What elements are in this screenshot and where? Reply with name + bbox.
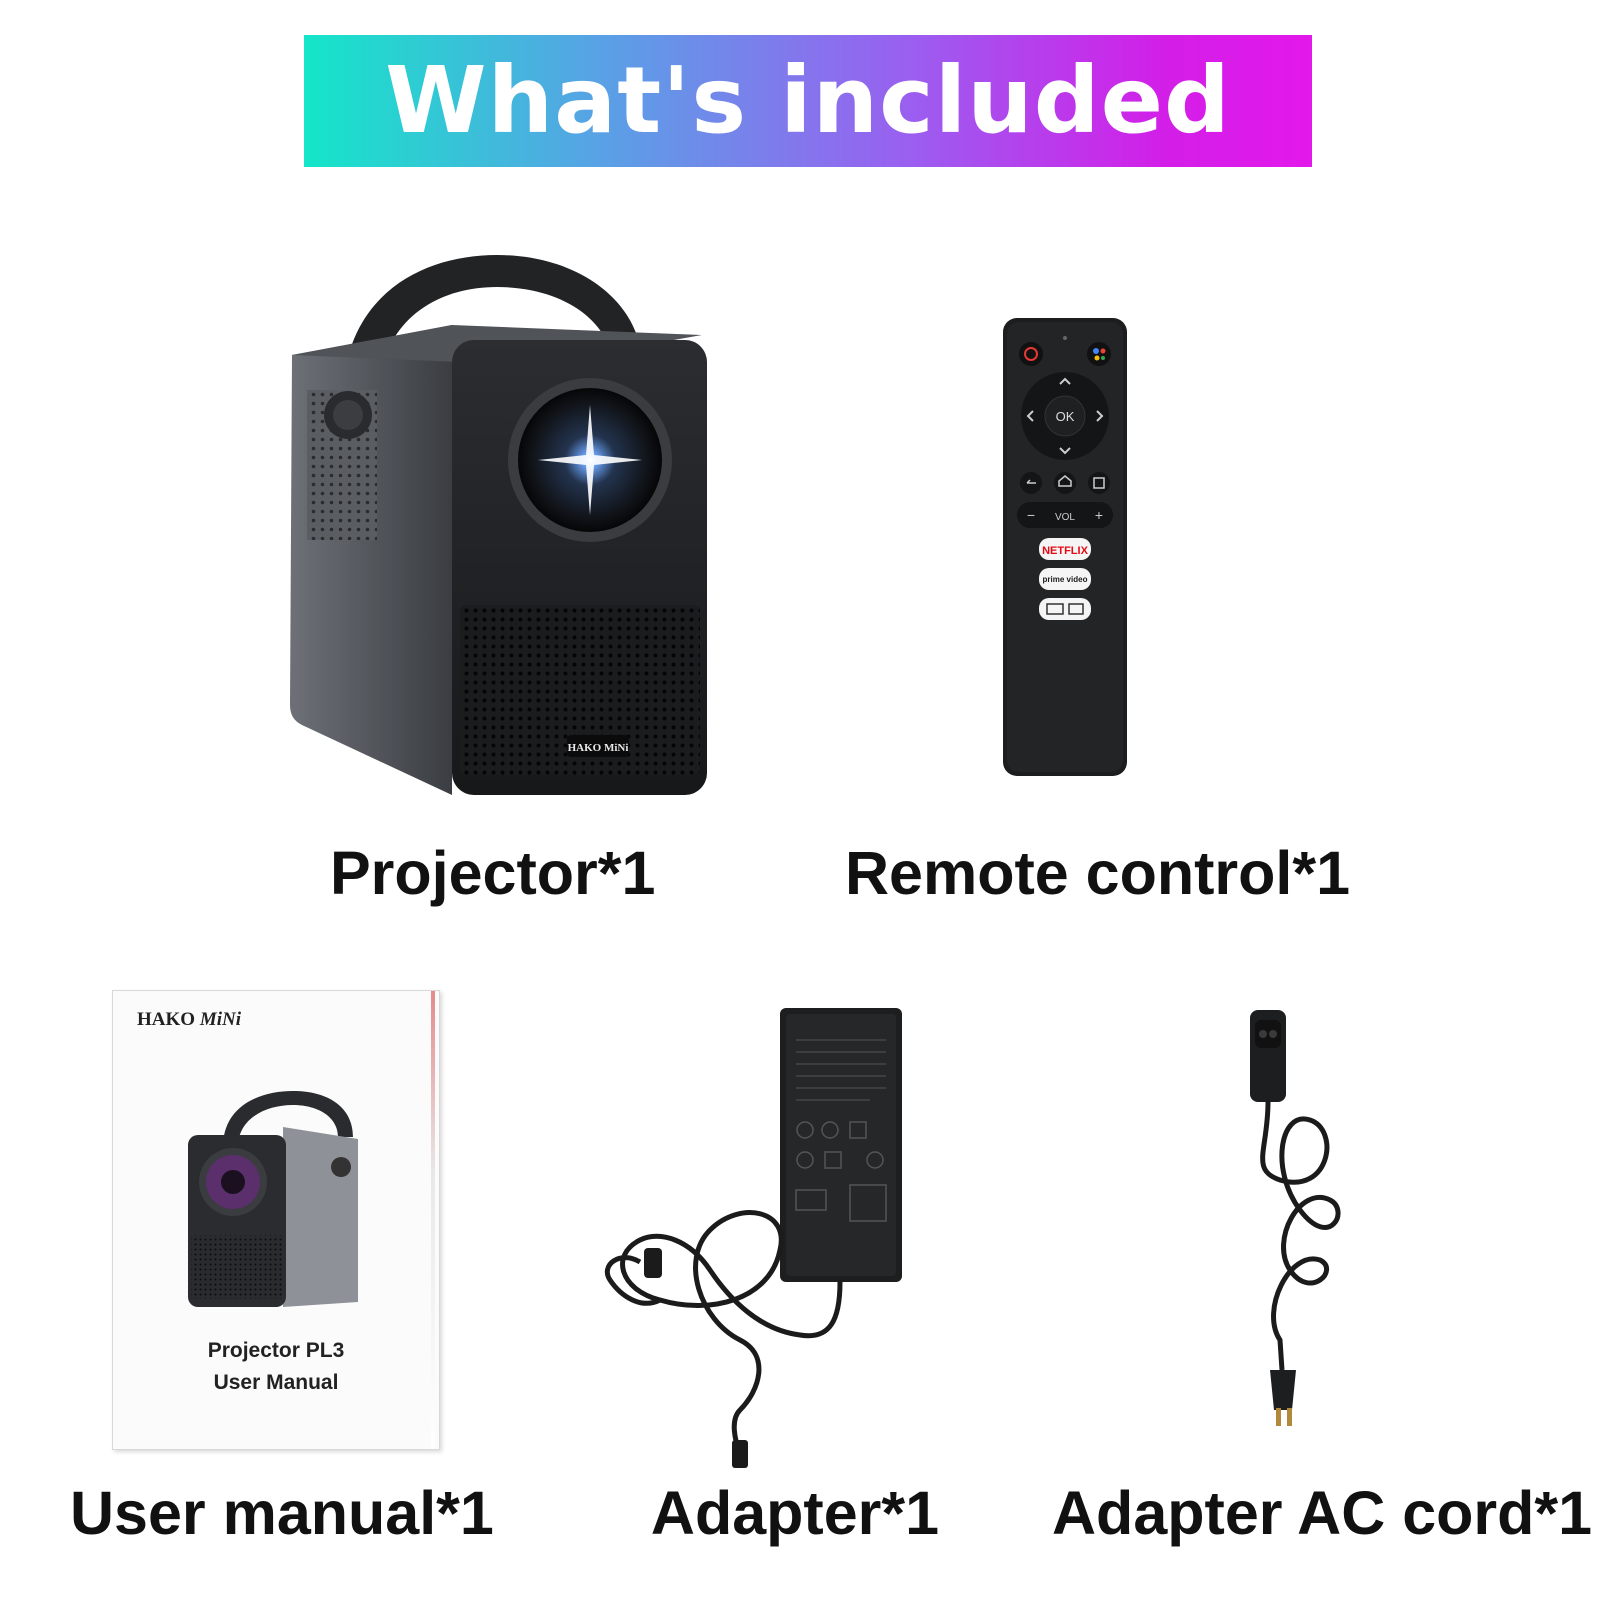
projector-image: HAKO MiNi: [282, 255, 732, 815]
ac-cord-icon: [1250, 1010, 1341, 1426]
power-adapter-icon: [604, 1008, 902, 1468]
title-banner: What's included: [304, 35, 1312, 167]
projector-caption: Projector*1: [330, 839, 656, 907]
manual-title-line: User Manual: [213, 1371, 339, 1394]
vol-label: VOL: [1055, 512, 1075, 523]
adapter-caption: Adapter*1: [650, 1479, 940, 1547]
projector-brand-text: HAKO MiNi: [568, 742, 629, 754]
netflix-button-label: NETFLIX: [1042, 545, 1088, 557]
page-title: What's included: [385, 47, 1231, 154]
ac-cord-image: [1240, 1010, 1370, 1430]
ok-button-label: OK: [1056, 409, 1075, 424]
adapter-image: [600, 1000, 920, 1470]
manual-projector-icon: [188, 1091, 358, 1307]
manual-product-line: Projector PL3: [207, 1339, 345, 1362]
user-manual-image: HAKO MiNi Projector PL3 User Manual: [112, 990, 442, 1450]
remote-control-caption: Remote control*1: [845, 839, 1351, 907]
prime-button-label: prime video: [1043, 575, 1088, 584]
projector-icon: HAKO MiNi: [290, 255, 707, 795]
user-manual-caption: User manual*1: [70, 1479, 494, 1547]
svg-text:−: −: [1027, 507, 1035, 523]
manual-brand: HAKO MiNi: [137, 1009, 241, 1030]
svg-text:+: +: [1095, 507, 1103, 523]
remote-control-icon: OK VOL − + NETFLIX prime video: [1003, 318, 1127, 776]
ac-cord-caption: Adapter AC cord*1: [1052, 1479, 1593, 1547]
remote-control-image: OK VOL − + NETFLIX prime video: [1001, 316, 1129, 778]
